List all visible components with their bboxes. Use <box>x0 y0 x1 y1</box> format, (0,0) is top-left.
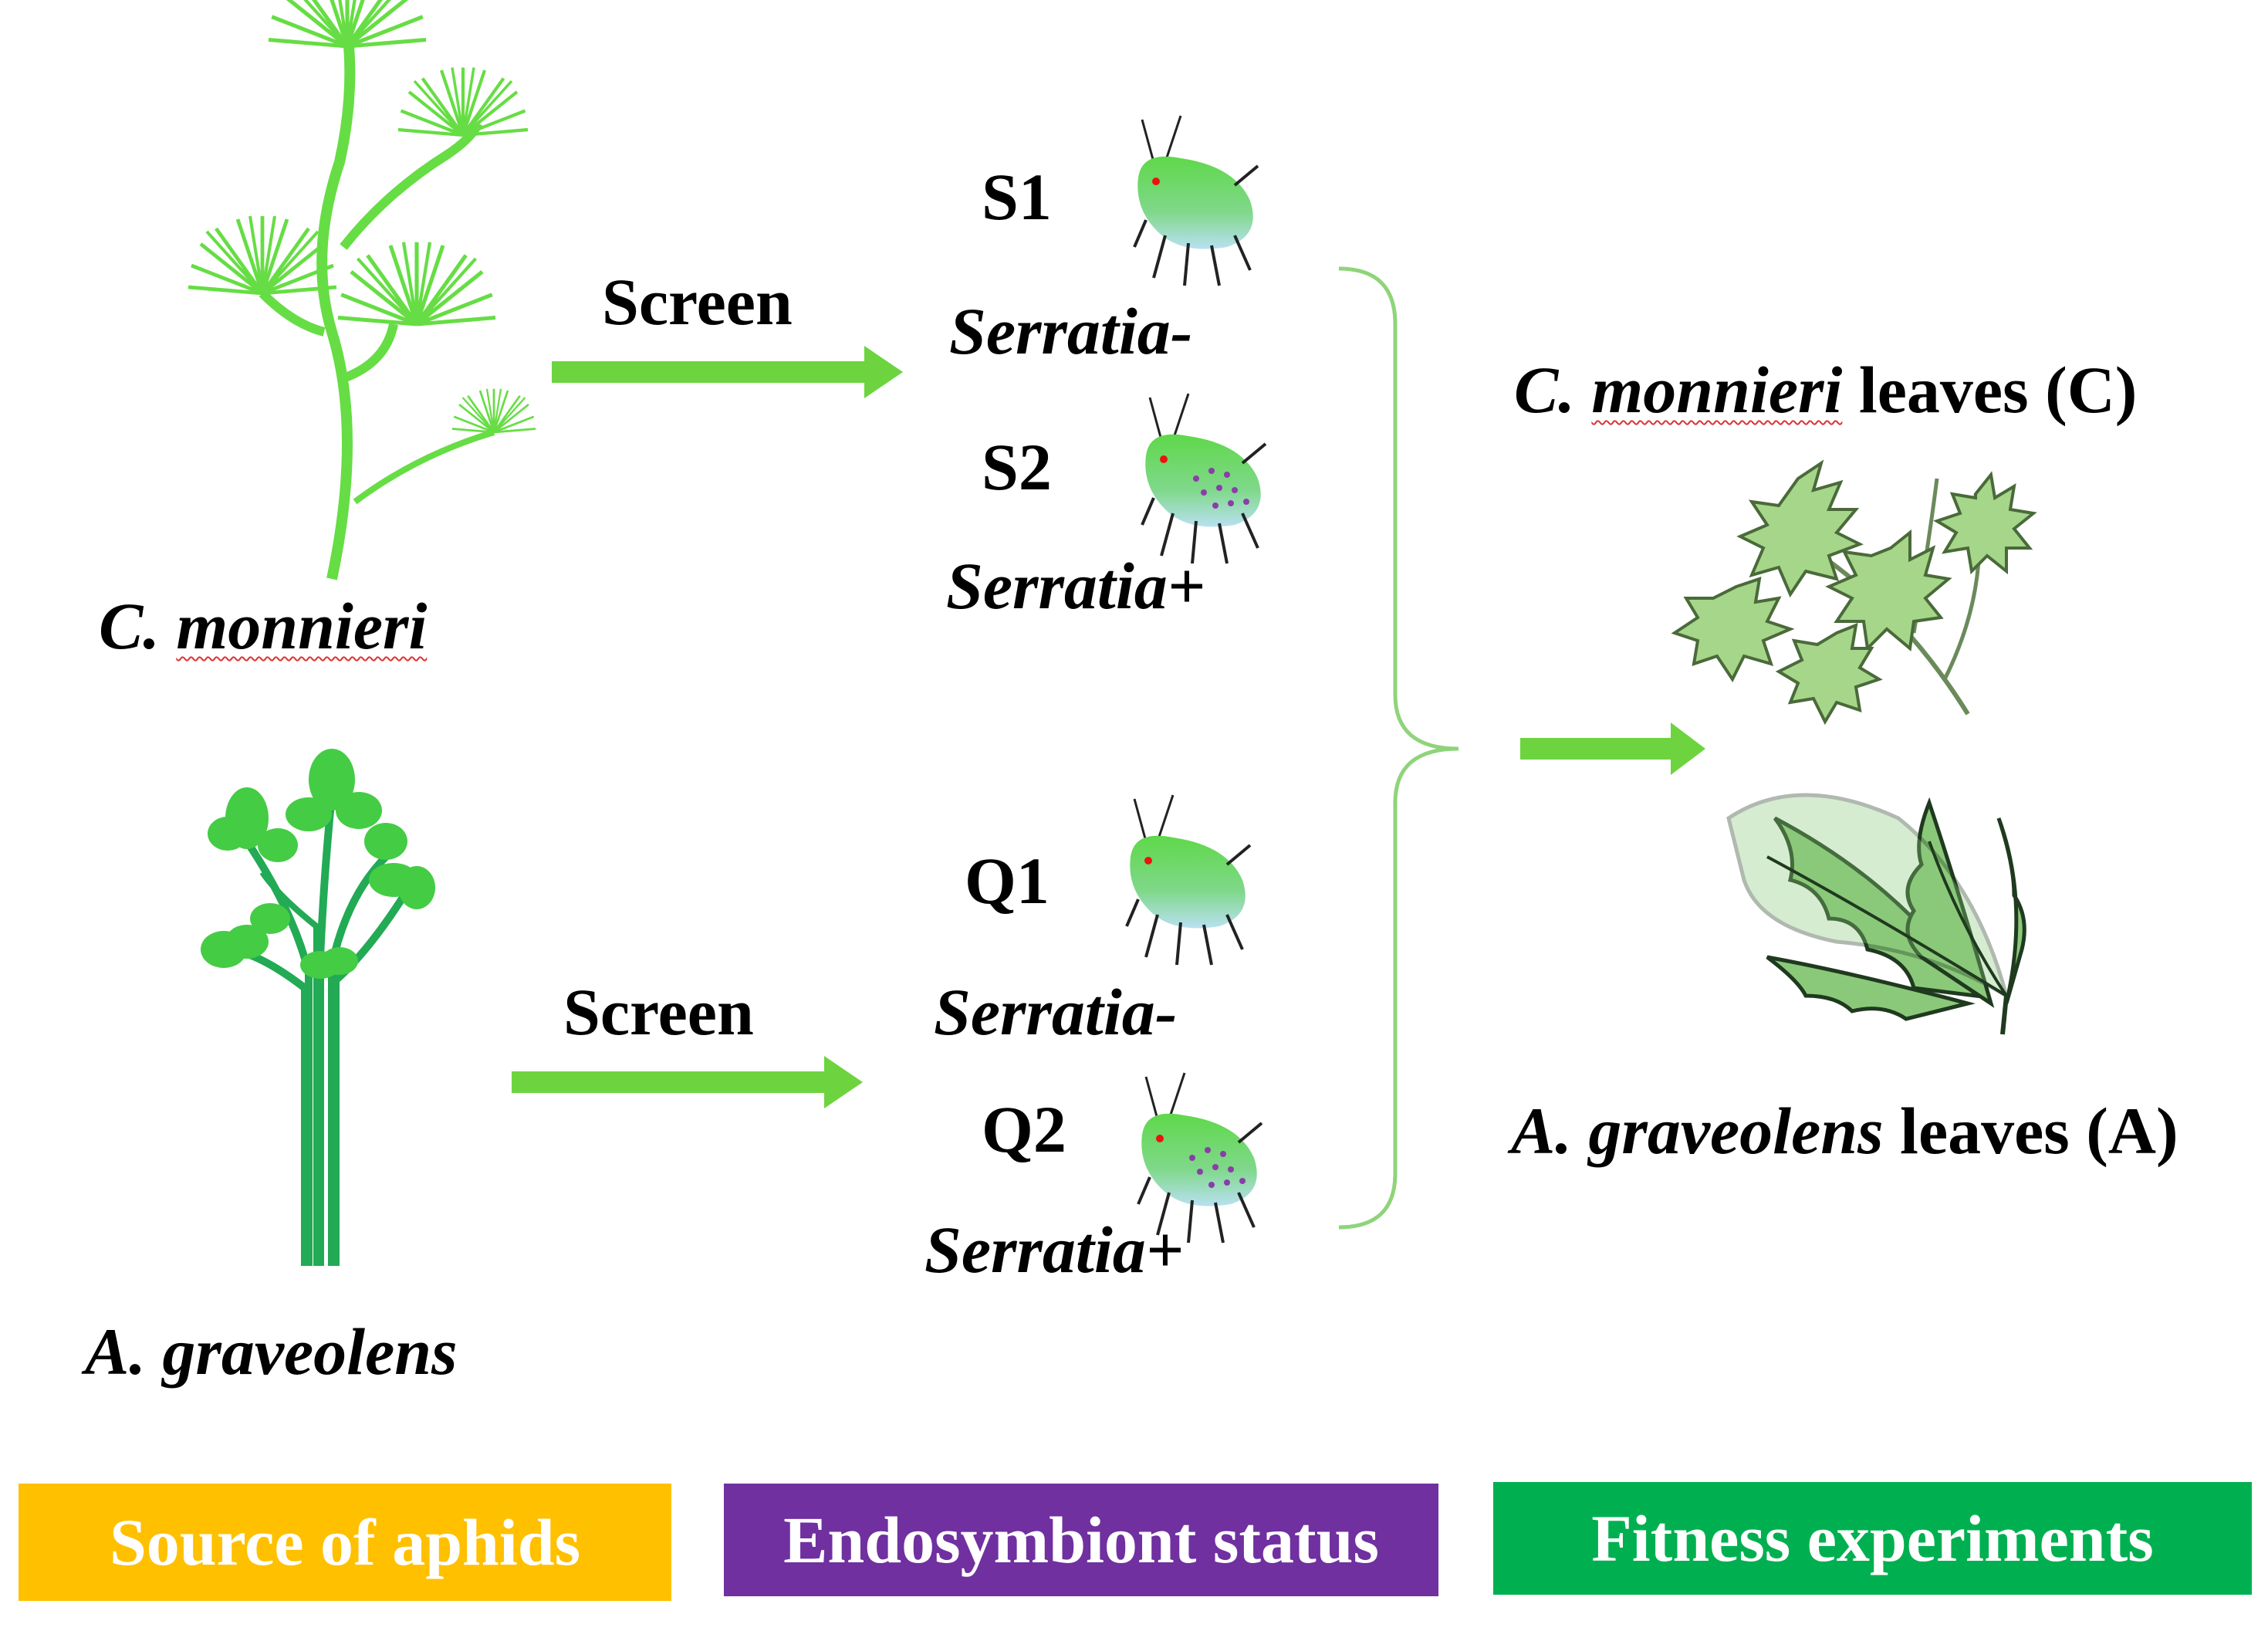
experiment-arrow <box>1520 722 1705 775</box>
c-monnieri-label: C. monnieri <box>99 593 427 659</box>
screen-arrow-bottom <box>512 1056 863 1108</box>
aphid-code-s1: S1 <box>982 160 1052 234</box>
legend-fitness-experiments-label: Fitness experiments <box>1591 1501 2154 1575</box>
leaves-top-suffix: leaves (C) <box>1858 353 2138 427</box>
screen-arrow-top <box>552 346 903 398</box>
aphid-icon-s1 <box>1133 114 1259 287</box>
legend-endosymbiont-status: Endosymbiont status <box>724 1484 1438 1596</box>
legend-source-of-aphids-label: Source of aphids <box>109 1505 581 1579</box>
a-graveolens-plant-icon <box>201 749 435 1266</box>
c-monnieri-genus: C. <box>99 589 160 663</box>
c-monnieri-leaves-icon <box>1671 459 2037 726</box>
aphid-status-q1: Serratia- <box>934 975 1178 1049</box>
leaves-bottom-suffix: leaves (A) <box>1900 1094 2178 1168</box>
aphid-status-q2: Serratia+ <box>924 1213 1184 1287</box>
aphid-code-q2: Q2 <box>982 1092 1066 1166</box>
c-monnieri-species: monnieri <box>176 589 428 663</box>
a-graveolens-leaves-label: A. graveolens leaves (A) <box>1511 1098 2178 1164</box>
aphid-status-s1: Serratia- <box>949 294 1193 368</box>
aphid-icon-q1 <box>1125 794 1252 966</box>
grouping-brace <box>1338 266 1459 1230</box>
leaves-top-species: monnieri <box>1591 353 1843 427</box>
aphid-code-q1: Q1 <box>965 844 1049 918</box>
aphid-status-s2: Serratia+ <box>946 549 1205 623</box>
aphid-code-s2: S2 <box>982 430 1052 504</box>
a-graveolens-leaves-icon <box>1726 793 2026 1035</box>
c-monnieri-leaves-label: C. monnieri leaves (C) <box>1514 357 2137 423</box>
a-graveolens-label: A. graveolens <box>85 1315 458 1389</box>
leaves-top-genus: C. <box>1514 353 1575 427</box>
screen-label-top: Screen <box>602 265 793 339</box>
screen-label-bottom: Screen <box>563 975 754 1049</box>
legend-source-of-aphids: Source of aphids <box>19 1484 671 1601</box>
c-monnieri-plant-icon <box>188 0 537 580</box>
legend-endosymbiont-status-label: Endosymbiont status <box>783 1503 1379 1577</box>
leaves-bottom-species: A. graveolens <box>1511 1094 1884 1168</box>
legend-fitness-experiments: Fitness experiments <box>1493 1482 2252 1595</box>
aphid-icon-s2 <box>1141 392 1267 565</box>
